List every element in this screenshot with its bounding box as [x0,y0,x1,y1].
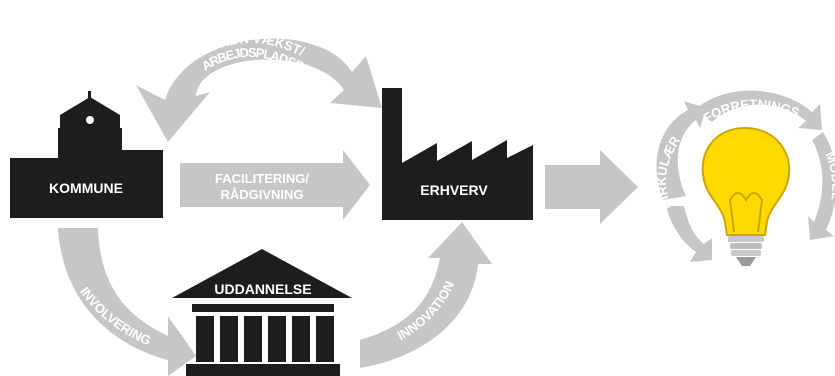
kommune-label: KOMMUNE [49,180,123,196]
clock-icon [86,116,94,124]
arrow-label-middle-2: RÅDGIVNING [220,187,303,202]
arrow-involvering: INVOLVERING [58,228,196,376]
arrow-facilitering: FACILITERING/ RÅDGIVNING [180,150,370,220]
erhverv-factory: ERHVERV [382,88,533,220]
arrow-innovation: INNOVATION [360,222,492,368]
erhverv-label: ERHVERV [420,182,488,198]
arrow-label-middle-1: FACILITERING/ [215,171,309,186]
arrow-to-lightbulb [545,150,638,224]
uddannelse-building: UDDANNELSE [172,249,352,376]
cycle-label-left: CIRKULÆR [654,133,683,212]
uddannelse-label: UDDANNELSE [214,281,311,297]
arrow-gron-vaekst: GRØN VÆKST/ ARBEJDSPLADSER [136,31,382,142]
kommune-building: KOMMUNE [10,91,163,218]
lightbulb-icon [701,126,791,266]
